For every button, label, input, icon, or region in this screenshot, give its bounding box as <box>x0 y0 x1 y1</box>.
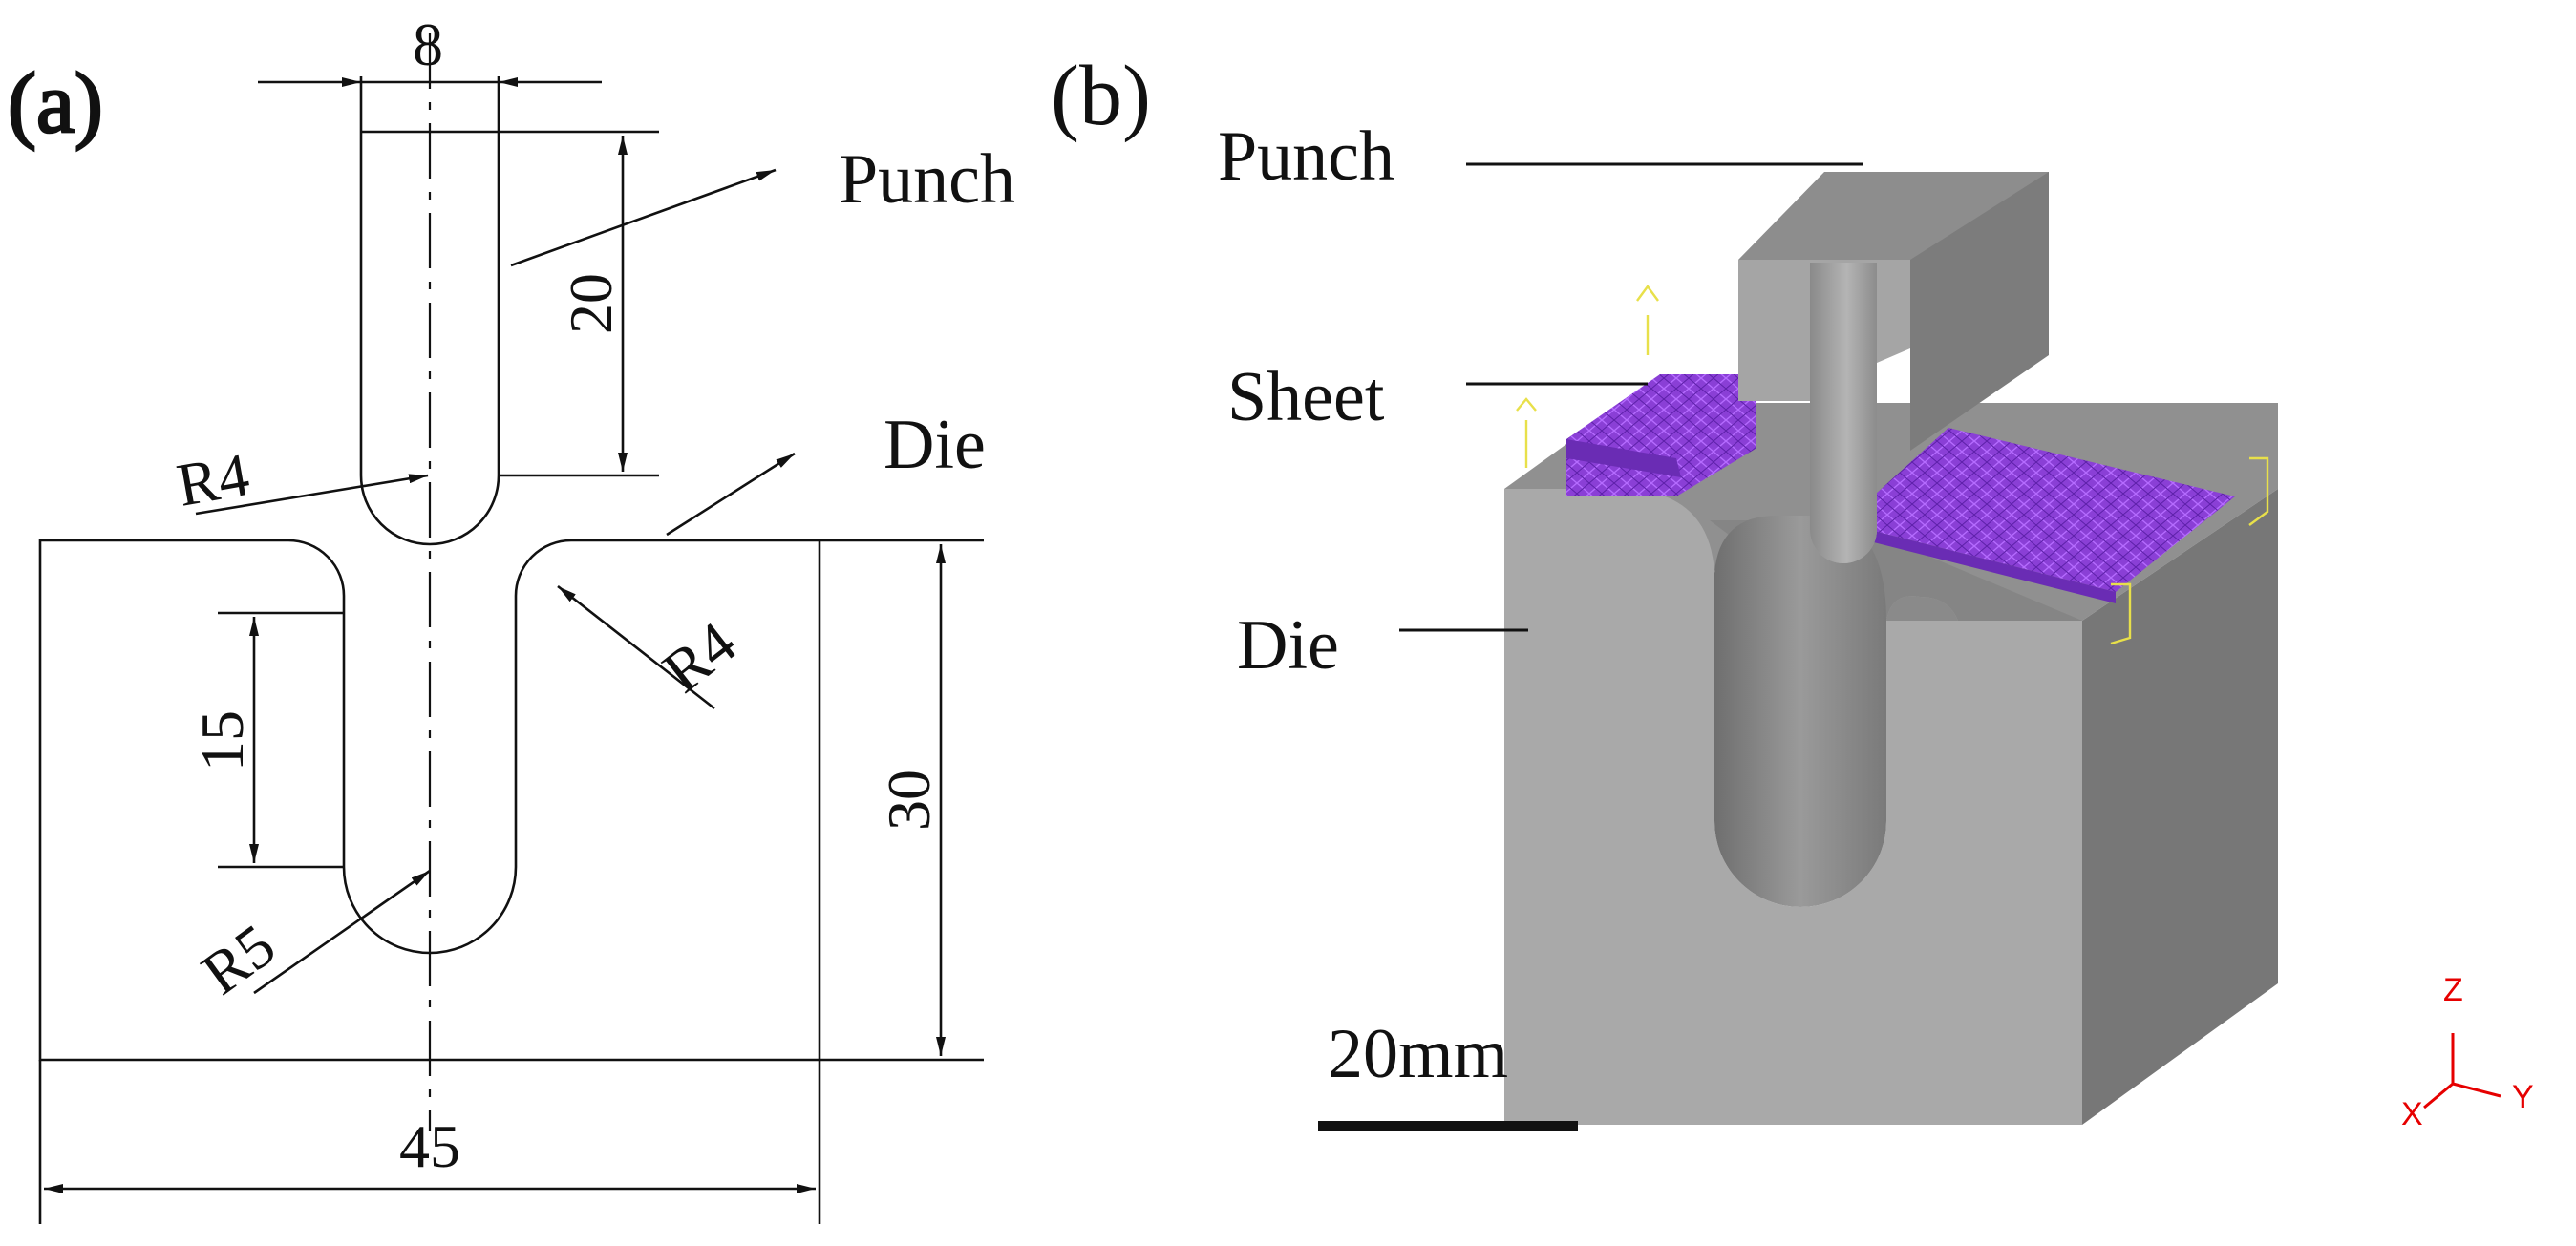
sheet-left-edge <box>1566 439 1681 477</box>
punch-radius-leader <box>195 474 429 516</box>
label-die-a: Die <box>884 406 986 484</box>
scale-bar <box>1318 1121 1578 1131</box>
die-front-face <box>1504 489 2082 1125</box>
scale-bar-label: 20mm <box>1328 1015 1508 1093</box>
sheet-right <box>1843 428 2235 592</box>
label-die-b: Die <box>1237 606 1339 685</box>
constraint-marker-3 <box>2248 456 2269 526</box>
axis-triad <box>2423 1033 2501 1109</box>
constraint-markers <box>1516 284 2269 645</box>
punch-outline <box>359 76 500 546</box>
dim-die-height: 30 <box>875 770 943 831</box>
axis-z-label: Z <box>2443 972 2463 1008</box>
die-side-face <box>2082 489 2278 1125</box>
dim-groove-depth: 15 <box>188 710 256 771</box>
constraint-marker-1 <box>1636 284 1659 355</box>
label-sheet-b: Sheet <box>1227 358 1385 436</box>
die-outline <box>38 539 821 1062</box>
panel-b-model: (b) Punch She <box>1051 49 2534 1132</box>
label-punch-a: Punch <box>839 140 1015 219</box>
panel-a-drawing: (a) 8 20 R4 R4 <box>7 11 1015 1224</box>
sheet-right-edge <box>1843 523 2116 603</box>
axis-y-line <box>2452 1082 2501 1098</box>
label-punch-b: Punch <box>1218 117 1394 196</box>
dim-die-width: 45 <box>399 1112 460 1180</box>
axis-x-line <box>2423 1082 2454 1109</box>
groove-radius-leader <box>253 869 431 995</box>
dim-punch-width: 8 <box>413 11 443 78</box>
groove-lip <box>1886 596 1958 621</box>
groove-interior <box>1714 516 1886 907</box>
axis-y-label: Y <box>2512 1079 2534 1115</box>
axis-x-label: X <box>2401 1096 2423 1132</box>
punch-tip <box>1810 263 1877 563</box>
dim-groove-radius: R5 <box>189 911 287 1007</box>
die-radius-leader <box>557 584 715 710</box>
dim-die-radius: R4 <box>650 608 749 706</box>
panel-a-label: (a) <box>8 56 103 151</box>
dim-punch-radius: R4 <box>172 440 254 519</box>
punch-side-face <box>1910 172 2049 451</box>
constraint-marker-4 <box>2110 582 2132 645</box>
dim-punch-height: 20 <box>557 273 625 334</box>
die-leader <box>666 452 796 537</box>
panel-b-label: (b) <box>1051 49 1151 143</box>
constraint-marker-2 <box>1516 397 1537 468</box>
punch-leader <box>510 168 777 267</box>
